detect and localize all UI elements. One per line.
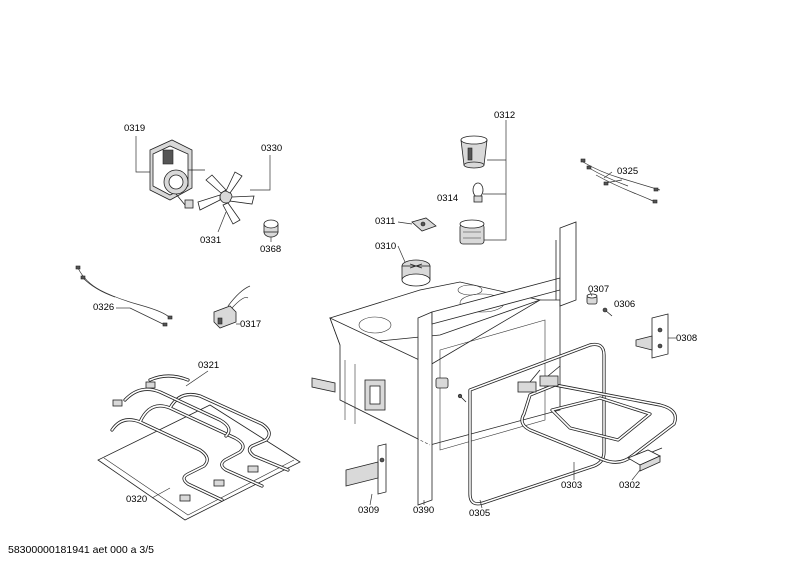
part-label-0310: 0310 — [375, 241, 397, 252]
part-label-0319: 0319 — [124, 123, 146, 134]
part-label-0306: 0306 — [614, 299, 636, 310]
leader-lines — [116, 120, 676, 509]
part-label-0305: 0305 — [469, 508, 491, 519]
part-label-0331: 0331 — [200, 235, 222, 246]
part-label-0314: 0314 — [437, 193, 459, 204]
part-label-0390: 0390 — [413, 505, 435, 516]
part-label-0302: 0302 — [619, 480, 641, 491]
part-label-0307: 0307 — [588, 284, 610, 295]
part-label-0309: 0309 — [358, 505, 380, 516]
cap-0368 — [263, 219, 279, 238]
grill-heater-0303 — [517, 365, 677, 464]
fan-motor-0319 — [149, 139, 205, 209]
part-label-0326: 0326 — [93, 302, 115, 313]
switch-0317 — [213, 285, 251, 329]
part-label-0311: 0311 — [375, 216, 396, 227]
oven-muffle-0390 — [311, 221, 577, 506]
cable-harness-0325 — [580, 158, 661, 204]
lamp-cover — [459, 219, 485, 245]
bracket-0308 — [635, 313, 669, 359]
part-label-0317: 0317 — [240, 319, 262, 330]
part-label-0312: 0312 — [494, 110, 516, 121]
part-label-0325: 0325 — [617, 166, 639, 177]
lower-heater-0320 — [97, 374, 301, 521]
clip-0311 — [411, 217, 437, 232]
part-label-0368: 0368 — [260, 244, 282, 255]
fan-blade-0331 — [197, 171, 255, 225]
lamp-bulb-0314 — [472, 182, 484, 203]
document-footer: 58300000181941 aet 000 a 3/5 — [8, 544, 154, 556]
part-label-0320: 0320 — [126, 494, 148, 505]
part-label-0303: 0303 — [561, 480, 583, 491]
bracket-0302 — [627, 447, 663, 472]
part-label-0330: 0330 — [261, 143, 283, 154]
lamp-housing-0312 — [460, 135, 488, 169]
part-label-0321: 0321 — [198, 360, 220, 371]
bracket-0309 — [345, 443, 387, 495]
screw-0306 — [602, 307, 613, 317]
part-label-0308: 0308 — [676, 333, 698, 344]
cable-harness-0326 — [75, 265, 173, 327]
